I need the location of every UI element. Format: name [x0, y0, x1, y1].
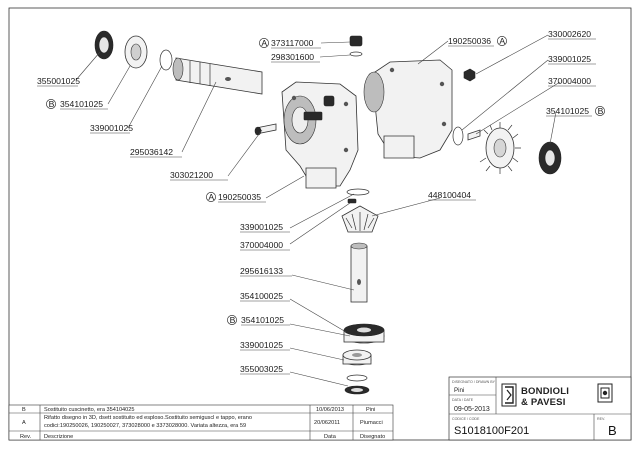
part-circlip-mid [346, 188, 370, 196]
part-label-330002620: 330002620 [548, 29, 591, 39]
revision-b-description: Sostituito cuscinetto, era 354104025 [44, 407, 135, 413]
part-circlip-left [159, 49, 173, 71]
rev-label: REV. [597, 417, 605, 421]
part-key-mid [347, 198, 357, 204]
marker-b-right [595, 106, 605, 116]
marker-a-top-letter: A [261, 38, 267, 48]
sheet-border [8, 7, 632, 441]
part-housing-right [363, 59, 453, 159]
part-label-339001025-right: 339001025 [548, 54, 591, 64]
part-label-370004000-mid: 370004000 [240, 240, 283, 250]
marker-a-right [497, 36, 507, 46]
revision-b-drawn-by: Pini [366, 407, 375, 413]
revision-table: B Sostituito cuscinetto, era 354104025 1… [8, 404, 394, 441]
part-label-355001025: 355001025 [37, 76, 80, 86]
company-name-line1: BONDIOLI [521, 386, 569, 397]
marker-a-lower [206, 192, 216, 202]
part-output-shaft [350, 242, 368, 303]
part-screw-left [254, 123, 277, 136]
revision-header-rev: Rev. [20, 434, 32, 440]
part-bearing-low [342, 349, 372, 366]
revision-b-date: 10/06/2013 [316, 407, 344, 413]
marker-b-left-letter: B [49, 99, 55, 109]
part-key-right [467, 129, 481, 141]
part-plug [349, 35, 363, 57]
revision-a-date: 20/062011 [314, 420, 340, 426]
part-label-303021200: 303021200 [170, 170, 213, 180]
part-nut-right [463, 68, 476, 82]
code-label: CODICE / CODE [452, 417, 480, 421]
part-label-448100404: 448100404 [428, 190, 471, 200]
marker-a-right-letter: A [499, 36, 505, 46]
part-label-295036142: 295036142 [130, 147, 173, 157]
part-label-190250035: 190250035 [218, 192, 261, 202]
leader-lines [75, 34, 561, 387]
drawn-by-value: Pini [454, 387, 464, 394]
revision-a-description-line2: codici:190250026, 190250027, 373028000 e… [44, 423, 246, 429]
marker-b-low [227, 315, 237, 325]
part-bearing-mid [343, 323, 385, 344]
part-label-370004000-right: 370004000 [548, 76, 591, 86]
part-label-354101025-low: 354101025 [241, 315, 284, 325]
marker-b-left [46, 99, 56, 109]
part-label-339001025-mid: 339001025 [240, 222, 283, 232]
drawing-code: S1018100F201 [454, 425, 529, 437]
marker-a-lower-letter: A [208, 192, 214, 202]
revision-b-code: B [22, 407, 26, 413]
drawn-by-label: DISEGNATO / DRAWN BY [452, 380, 496, 384]
part-circlip-low [346, 374, 368, 382]
part-bevel-gear-mid [341, 205, 379, 233]
revision-value: B [608, 423, 617, 438]
revision-a-drawn-by: Piumacci [360, 420, 383, 426]
title-block: DISEGNATO / DRAWN BY Pini DATA / DATE 09… [448, 376, 632, 441]
part-label-354101025-right: 354101025 [546, 106, 589, 116]
date-label: DATA / DATE [452, 398, 474, 402]
marker-b-right-letter: B [598, 106, 604, 116]
part-label-355003025: 355003025 [240, 364, 283, 374]
revision-a-description-line1: Rifatto disegno in 3D, dsett sostituito … [44, 415, 252, 421]
part-bearing-right [538, 141, 562, 175]
marker-b-low-letter: B [230, 315, 236, 325]
part-bearing-left [94, 30, 148, 69]
company-name-line2: & PAVESI [521, 397, 566, 408]
part-label-339001025-left: 339001025 [90, 123, 133, 133]
date-value: 09-05-2013 [454, 406, 490, 413]
part-label-373117000: 373117000 [271, 38, 314, 48]
part-bevel-gear-right [479, 122, 521, 174]
part-label-354100025: 354100025 [240, 291, 283, 301]
part-number-labels: 355001025 B 354101025 339001025 29503614… [37, 29, 605, 375]
revision-header-description: Descrizione [44, 434, 73, 440]
part-label-190250036: 190250036 [448, 36, 491, 46]
part-label-339001025-low: 339001025 [240, 340, 283, 350]
marker-a-top [259, 38, 269, 48]
revision-header-date: Data [324, 434, 337, 440]
part-label-354101025-left: 354101025 [60, 99, 103, 109]
part-circlip-right [452, 126, 464, 146]
company-logo: BONDIOLI & PAVESI [501, 383, 613, 408]
part-housing-left [281, 81, 359, 189]
part-input-shaft [172, 57, 263, 95]
part-label-298301600: 298301600 [271, 52, 314, 62]
part-label-295616133: 295616133 [240, 266, 283, 276]
revision-header-drawn-by: Disegnato [360, 434, 385, 440]
revision-a-code: A [22, 420, 26, 426]
part-seal-low [344, 385, 370, 395]
